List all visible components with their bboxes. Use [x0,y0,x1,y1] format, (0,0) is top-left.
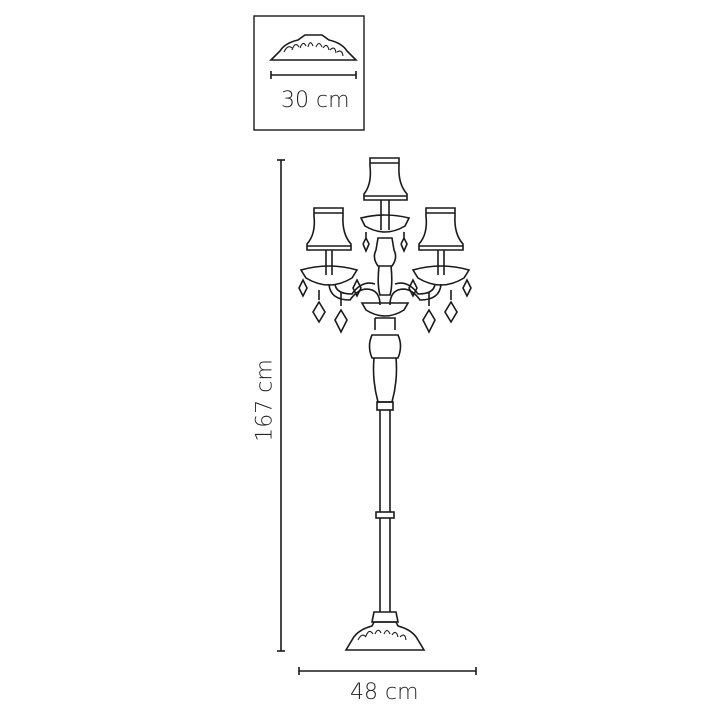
base-inset [253,15,365,131]
floor-lamp [298,157,472,651]
lampshade-left [306,207,352,251]
height-label: 167 cm [252,359,278,442]
lampshade-right [418,207,464,251]
base-diameter-label: 30 cm [281,88,350,113]
base-top-view-icon [269,34,358,61]
width-label: 48 cm [350,680,419,705]
width-dimension-line [298,667,477,675]
lamp-base [344,611,426,651]
lampshade-center [363,157,408,201]
height-dimension-line [277,159,285,652]
